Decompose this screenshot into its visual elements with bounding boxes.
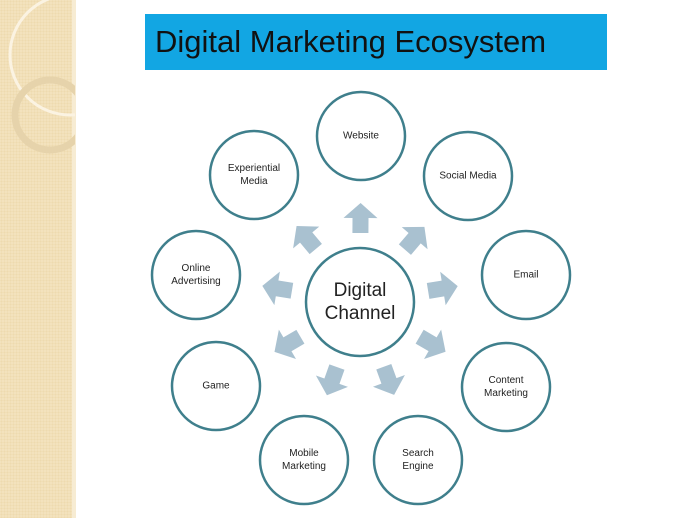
label-line: Social Media xyxy=(439,170,497,182)
label-line: Engine xyxy=(402,461,434,472)
label-line: Experiential xyxy=(227,163,281,174)
label-line: Channel xyxy=(324,303,396,324)
label-line: Media xyxy=(240,176,268,187)
arrow-online-advertising xyxy=(262,271,294,306)
node-circle-game xyxy=(170,340,262,432)
decorative-rings xyxy=(8,0,75,154)
center-circle xyxy=(304,246,416,358)
label-line: Search xyxy=(402,448,434,459)
arrow-game xyxy=(274,329,305,360)
label-line: Website xyxy=(343,130,379,142)
page-title: Digital Marketing Ecosystem xyxy=(145,14,607,70)
label-line: Game xyxy=(202,380,230,392)
node-circle-email xyxy=(480,229,572,321)
arrow-search-engine xyxy=(372,364,405,395)
node-label: Email xyxy=(486,269,566,282)
label-line: Online xyxy=(181,263,211,274)
arrow-experiential-media xyxy=(293,225,322,255)
node-circle-content-marketing xyxy=(460,341,552,433)
node-circle-search-engine xyxy=(372,414,464,506)
label-line: Email xyxy=(513,269,539,281)
arrow-website xyxy=(343,203,378,234)
node-label: Game xyxy=(176,380,256,393)
arrow-social media xyxy=(398,226,428,255)
label-line: Marketing xyxy=(282,461,326,472)
label-line: Advertising xyxy=(171,276,221,287)
node-label: Website xyxy=(321,130,401,143)
strip-edge xyxy=(72,0,76,518)
label-line: Mobile xyxy=(289,448,319,459)
node-circle-social media xyxy=(422,130,514,222)
label-line: Marketing xyxy=(484,388,528,399)
arrow-email xyxy=(426,271,458,306)
node-circle-mobile-marketing xyxy=(258,414,350,506)
label-line: Digital xyxy=(333,280,387,301)
node-label: Social Media xyxy=(428,170,508,183)
decorative-side-strip xyxy=(0,0,75,518)
label-line: Content xyxy=(488,375,524,386)
node-circle-experiential-media xyxy=(208,129,300,221)
node-circle-online-advertising xyxy=(150,229,242,321)
node-circle-website xyxy=(315,90,407,182)
arrow-content-marketing xyxy=(415,329,446,359)
arrow-mobile-marketing xyxy=(315,364,348,396)
